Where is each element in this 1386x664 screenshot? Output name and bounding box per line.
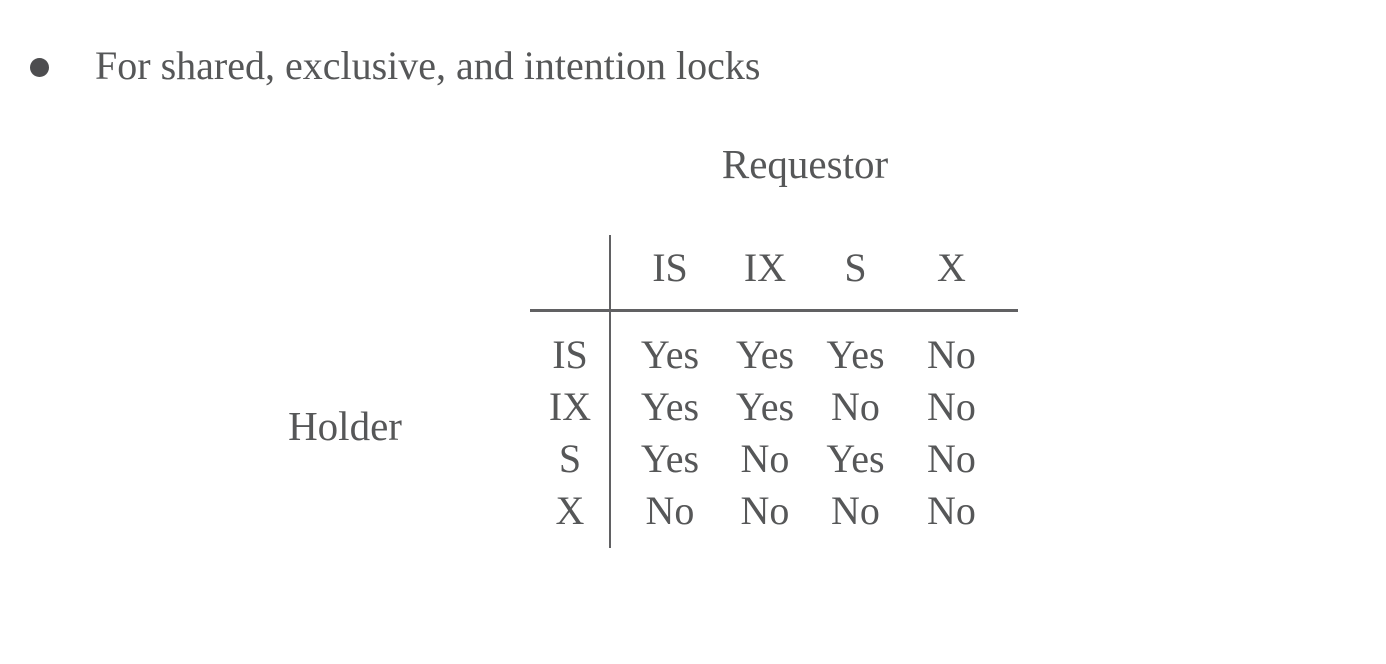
holder-axis-label: Holder: [288, 403, 402, 449]
matrix-cell: No: [927, 332, 976, 377]
matrix-cell: Yes: [826, 436, 885, 481]
column-header-is: IS: [652, 245, 688, 290]
row-label-is: IS: [552, 332, 588, 377]
requestor-axis-label: Requestor: [721, 141, 889, 187]
matrix-cell: No: [645, 488, 695, 533]
table-vertical-rule: [609, 235, 611, 548]
column-header-ix: IX: [743, 245, 787, 290]
matrix-cell: No: [927, 384, 976, 429]
table-horizontal-rule: [530, 309, 1018, 312]
matrix-cell: No: [831, 488, 880, 533]
matrix-cell: No: [831, 384, 880, 429]
bullet-icon: [30, 58, 49, 77]
matrix-cell: No: [927, 488, 976, 533]
matrix-cell: No: [740, 436, 790, 481]
row-label-s: S: [558, 436, 582, 481]
row-label-x: X: [555, 488, 585, 533]
matrix-cell: No: [927, 436, 976, 481]
row-label-ix: IX: [548, 384, 592, 429]
matrix-cell: Yes: [640, 384, 700, 429]
matrix-cell: Yes: [735, 332, 795, 377]
bullet-text: For shared, exclusive, and intention loc…: [95, 43, 761, 88]
matrix-cell: Yes: [640, 332, 700, 377]
column-header-s: S: [844, 245, 867, 290]
column-header-x: X: [937, 245, 966, 290]
matrix-cell: Yes: [640, 436, 700, 481]
bullet-item: For shared, exclusive, and intention loc…: [30, 40, 760, 92]
matrix-cell: Yes: [735, 384, 795, 429]
matrix-cell: Yes: [826, 332, 885, 377]
matrix-cell: No: [740, 488, 790, 533]
